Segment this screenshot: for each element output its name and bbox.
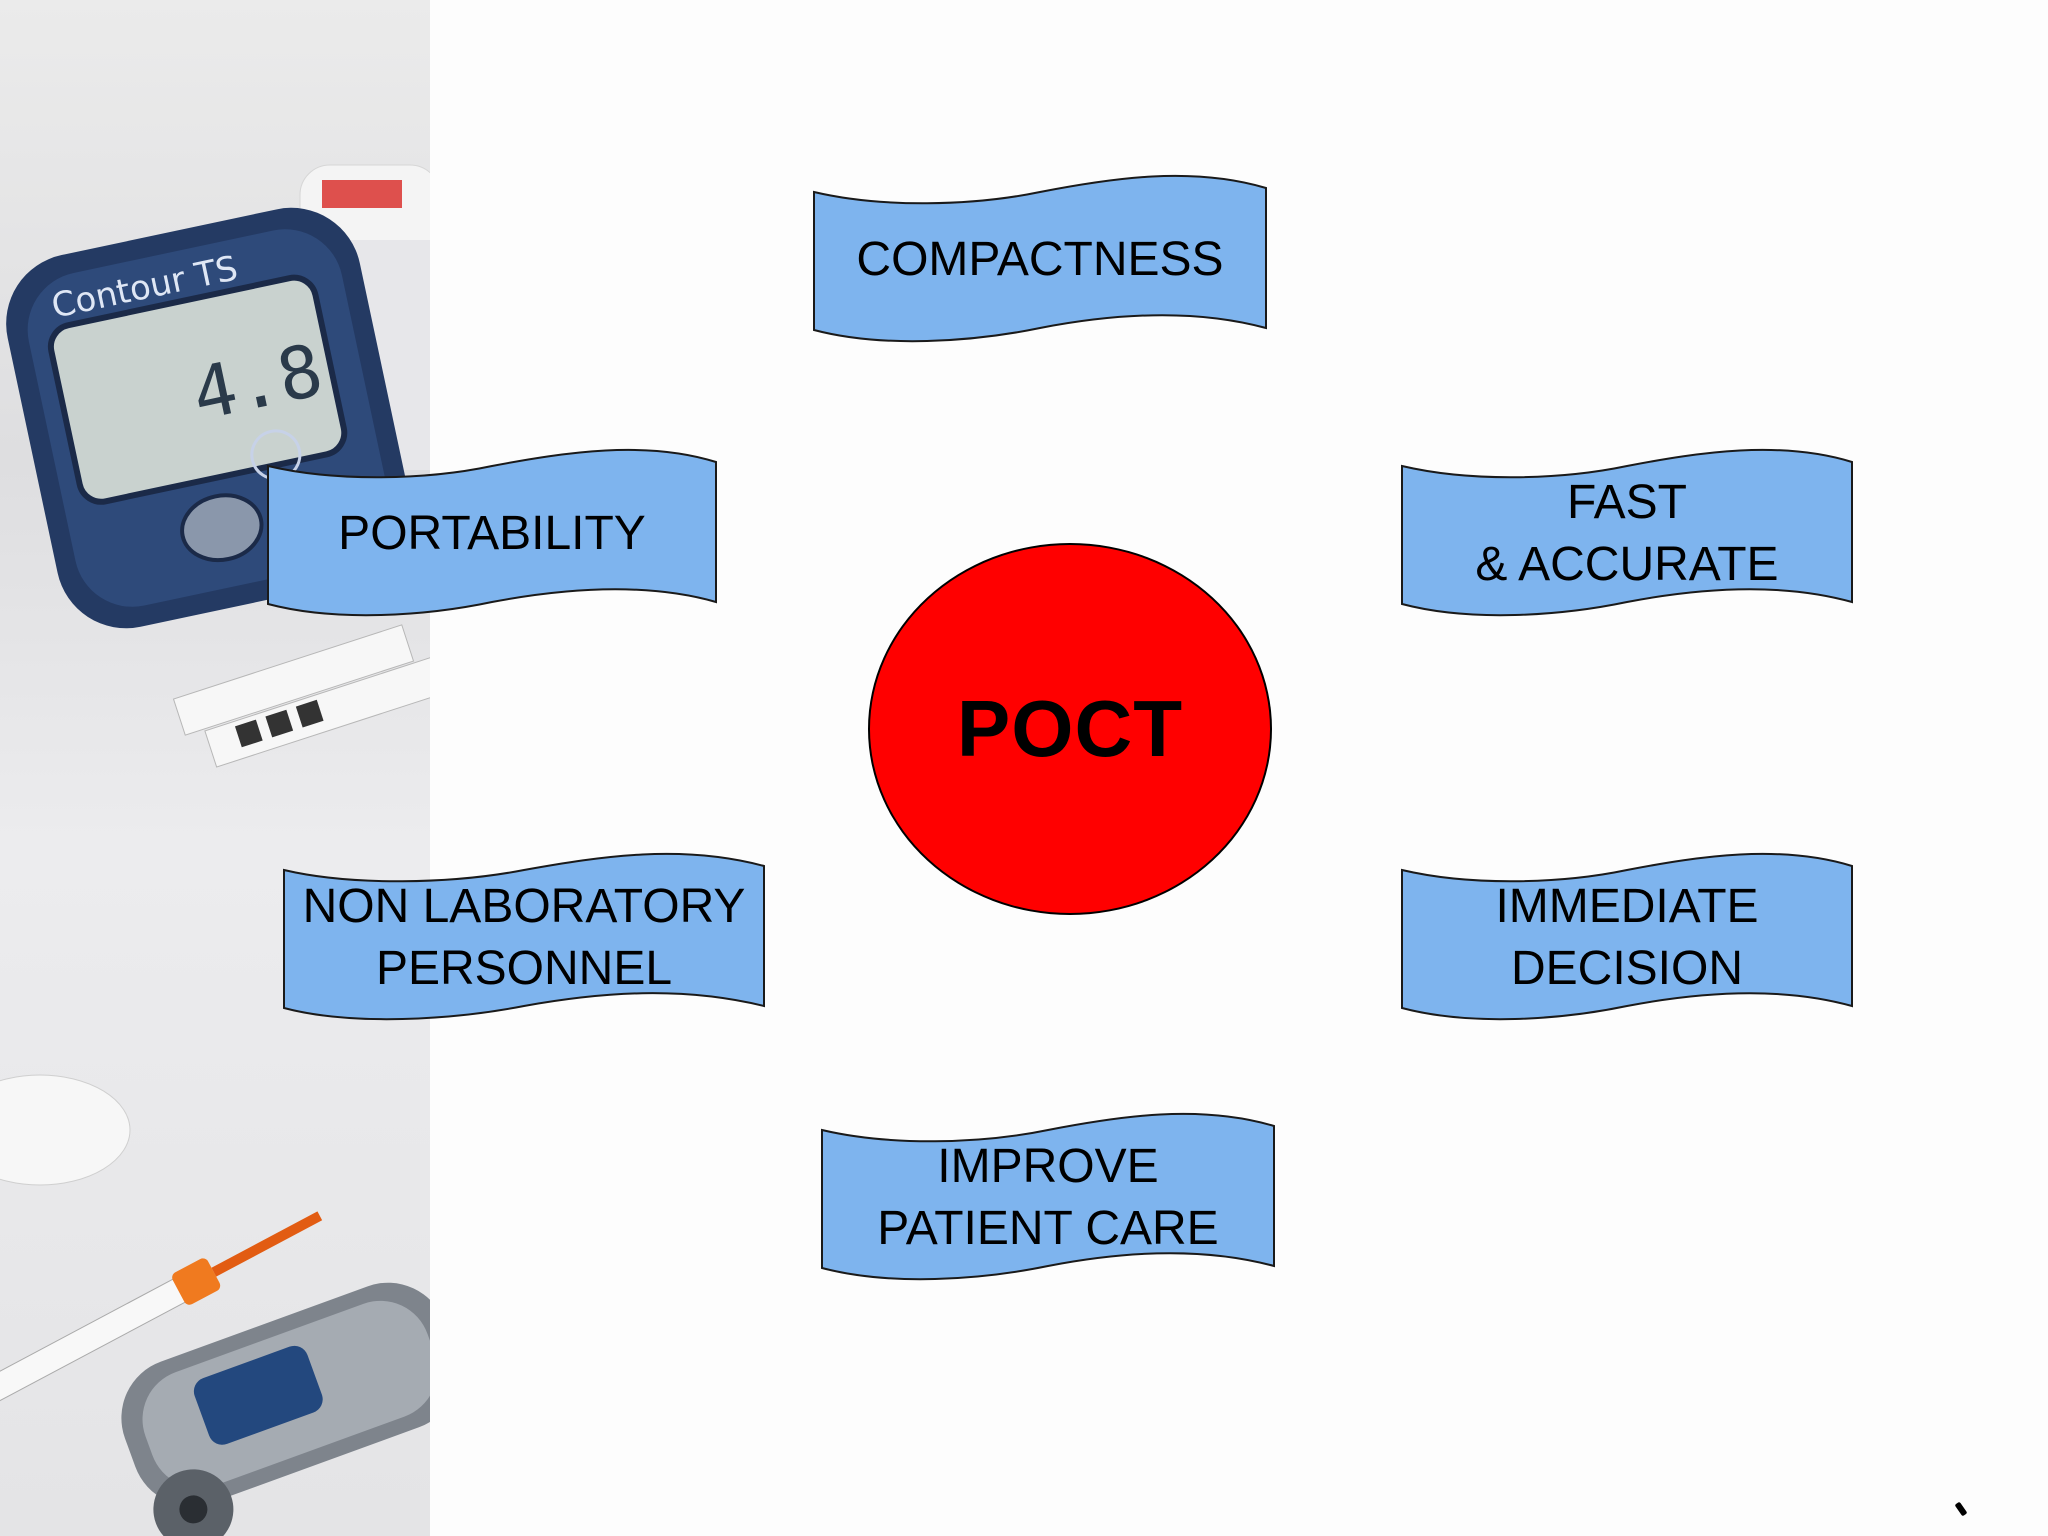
banner-improve-patient-care: IMPROVE PATIENT CARE	[820, 1108, 1276, 1288]
banner-shape	[267, 448, 717, 617]
banner-label: NON LABORATORY PERSONNEL	[302, 880, 746, 995]
banner-immediate-decision: IMMEDIATE DECISION	[1400, 848, 1854, 1028]
banner-label: IMMEDIATE DECISION	[1495, 880, 1759, 995]
banner-shape	[813, 174, 1267, 343]
banner-fast-accurate: FAST & ACCURATE	[1400, 444, 1854, 624]
banner-shape	[283, 852, 765, 1021]
banner-label: PORTABILITY	[338, 507, 646, 560]
banner-portability: PORTABILITY	[266, 444, 718, 624]
banner-shape	[821, 1112, 1275, 1281]
background-photo-strip: 4.8 Contour TS	[0, 0, 430, 1536]
banner-shape	[1401, 852, 1853, 1021]
banner-non-lab-personnel: NON LABORATORY PERSONNEL	[282, 848, 766, 1028]
banner-label: IMPROVE PATIENT CARE	[877, 1140, 1219, 1255]
poct-center-label: POCT	[956, 684, 1184, 773]
banner-label: FAST & ACCURATE	[1475, 476, 1779, 591]
banner-shape	[1401, 448, 1853, 617]
poct-center-circle: POCT	[868, 543, 1272, 915]
banner-compactness: COMPACTNESS	[812, 170, 1268, 350]
banner-label: COMPACTNESS	[856, 233, 1224, 286]
corner-tick-mark	[1954, 1501, 1968, 1517]
